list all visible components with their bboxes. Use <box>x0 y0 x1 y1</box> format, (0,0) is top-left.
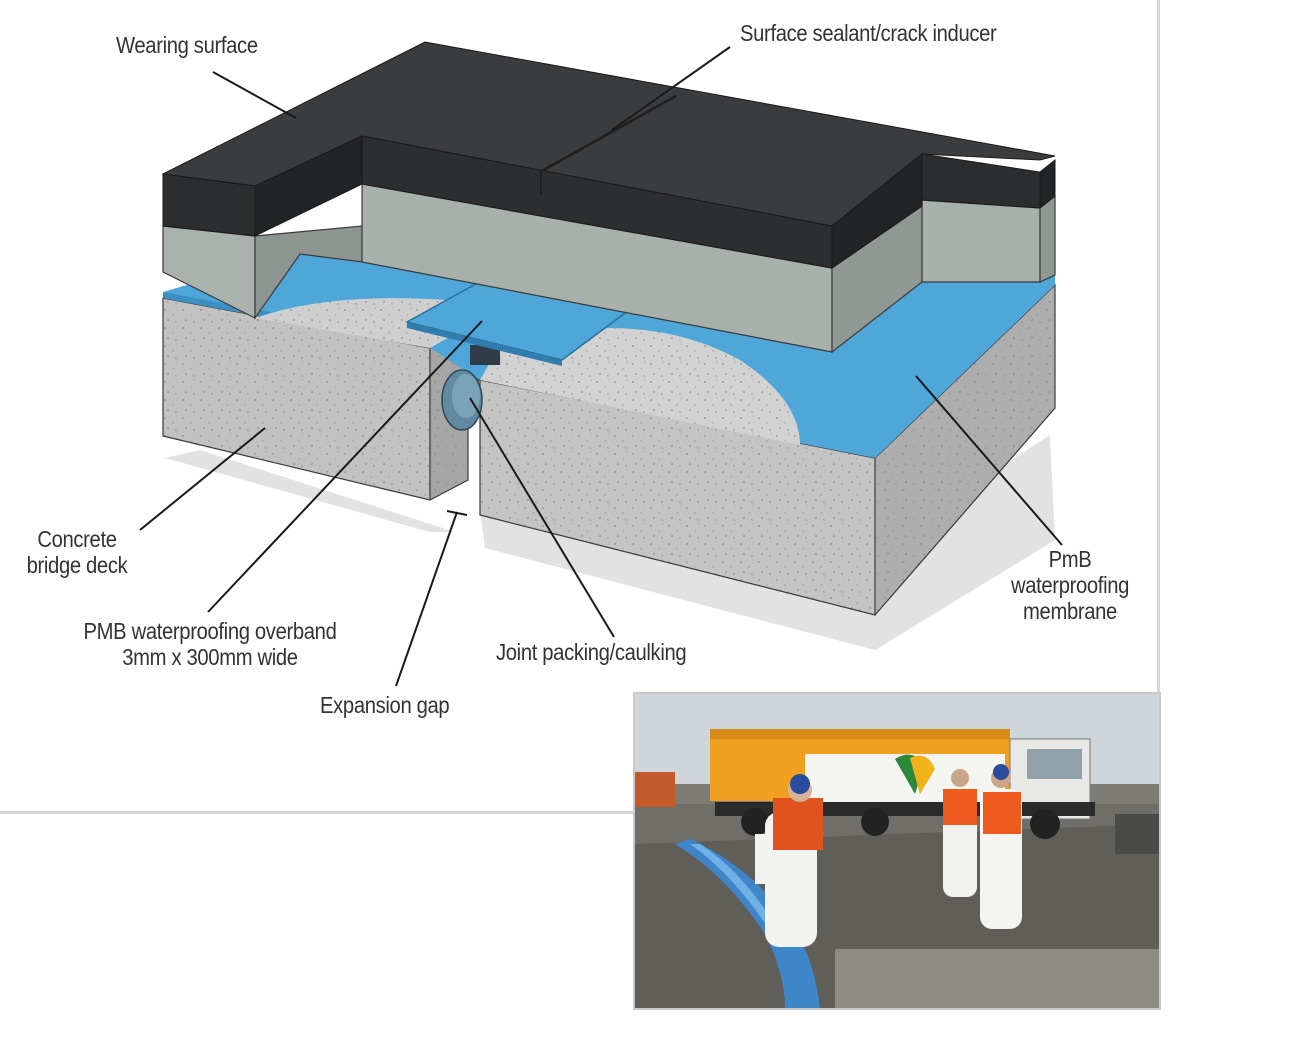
label-wearing-surface: Wearing surface <box>116 32 258 58</box>
label-membrane-line1: PmB <box>1048 546 1092 572</box>
bridge-joint-diagram <box>139 41 1063 687</box>
label-surface-sealant: Surface sealant/crack inducer <box>740 20 997 46</box>
label-concrete-bridge-deck: Concrete bridge deck <box>11 526 143 578</box>
label-pmb-overband: PMB waterproofing overband 3mm x 300mm w… <box>52 618 369 670</box>
label-overband-line1: PMB waterproofing overband <box>83 618 337 644</box>
label-joint-packing: Joint packing/caulking <box>496 639 687 665</box>
label-overband-line2: 3mm x 300mm wide <box>122 644 298 670</box>
leader-lines <box>139 46 1063 687</box>
site-photo <box>633 692 1161 1010</box>
crack-inducer-groove <box>539 94 677 194</box>
label-pmb-membrane: PmB waterproofing membrane <box>995 546 1145 624</box>
label-concrete-line1: Concrete <box>37 526 117 552</box>
joint-packing-rod <box>441 345 500 431</box>
label-membrane-line3: membrane <box>1023 598 1117 624</box>
label-membrane-line2: waterproofing <box>1010 572 1130 598</box>
site-photo-illustration <box>635 694 1159 1008</box>
concrete-block-left <box>162 297 469 501</box>
diagram-frame <box>0 0 1160 814</box>
label-expansion-gap: Expansion gap <box>320 692 450 718</box>
label-concrete-line2: bridge deck <box>26 552 128 578</box>
base-course-layer <box>162 183 1056 354</box>
